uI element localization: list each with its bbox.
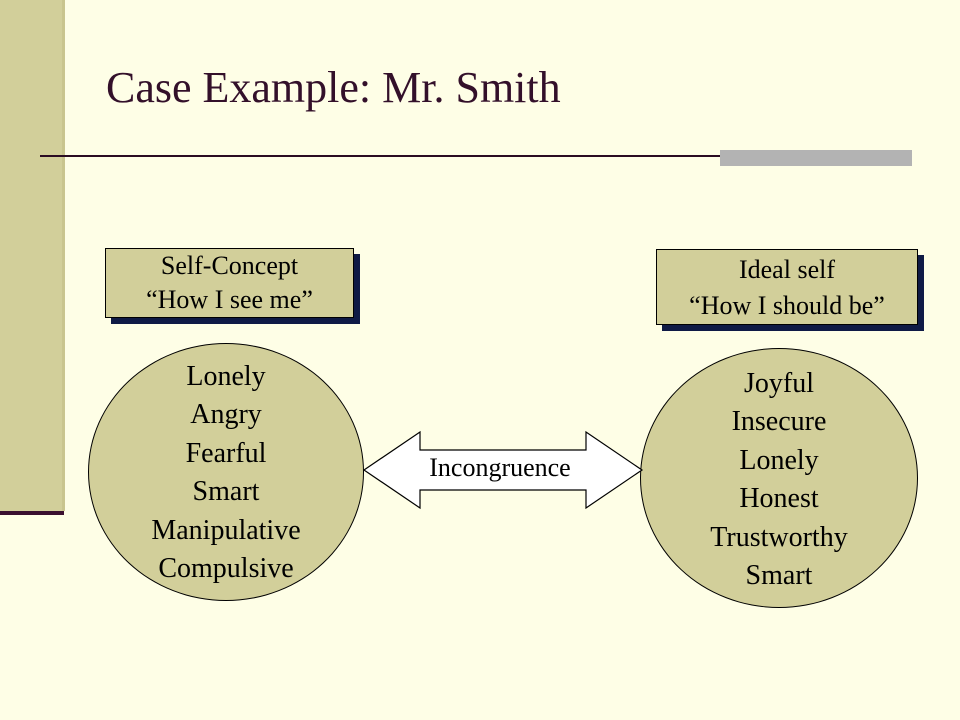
trait-item: Angry <box>190 399 262 431</box>
ideal-self-heading: Ideal self <box>738 255 835 284</box>
self-concept-label-box: Self-Concept “How I see me” <box>105 248 354 318</box>
trait-item: Joyful <box>744 368 814 399</box>
title-divider-accent <box>720 150 912 166</box>
trait-item: Lonely <box>739 444 819 476</box>
ideal-self-subheading: “How I should be” <box>689 291 885 320</box>
trait-item: Manipulative <box>151 514 301 546</box>
self-concept-heading: Self-Concept <box>160 251 299 280</box>
self-concept-circle <box>88 343 364 601</box>
incongruence-label: Incongruence <box>429 453 571 482</box>
ideal-self-circle <box>640 348 918 608</box>
trait-item: Smart <box>745 559 813 591</box>
sidebar-decoration <box>0 0 62 511</box>
sidebar-decoration-foot <box>0 511 64 515</box>
trait-item: Fearful <box>185 437 267 469</box>
trait-item: Lonely <box>186 361 266 392</box>
sidebar-decoration-edge <box>62 0 65 511</box>
trait-item: Insecure <box>731 406 827 438</box>
double-arrow-icon <box>362 430 644 510</box>
self-concept-trait-list: Lonely Angry Fearful Smart Manipulative … <box>88 358 364 588</box>
trait-item: Smart <box>192 476 260 508</box>
ideal-self-trait-list: Joyful Insecure Lonely Honest Trustworth… <box>640 365 918 595</box>
trait-item: Compulsive <box>158 552 294 584</box>
ideal-self-label-box: Ideal self “How I should be” <box>656 249 918 325</box>
self-concept-subheading: “How I see me” <box>146 285 313 314</box>
slide-title: Case Example: Mr. Smith <box>106 63 561 112</box>
title-divider <box>40 155 912 157</box>
trait-item: Trustworthy <box>710 521 848 553</box>
trait-item: Honest <box>739 483 819 515</box>
